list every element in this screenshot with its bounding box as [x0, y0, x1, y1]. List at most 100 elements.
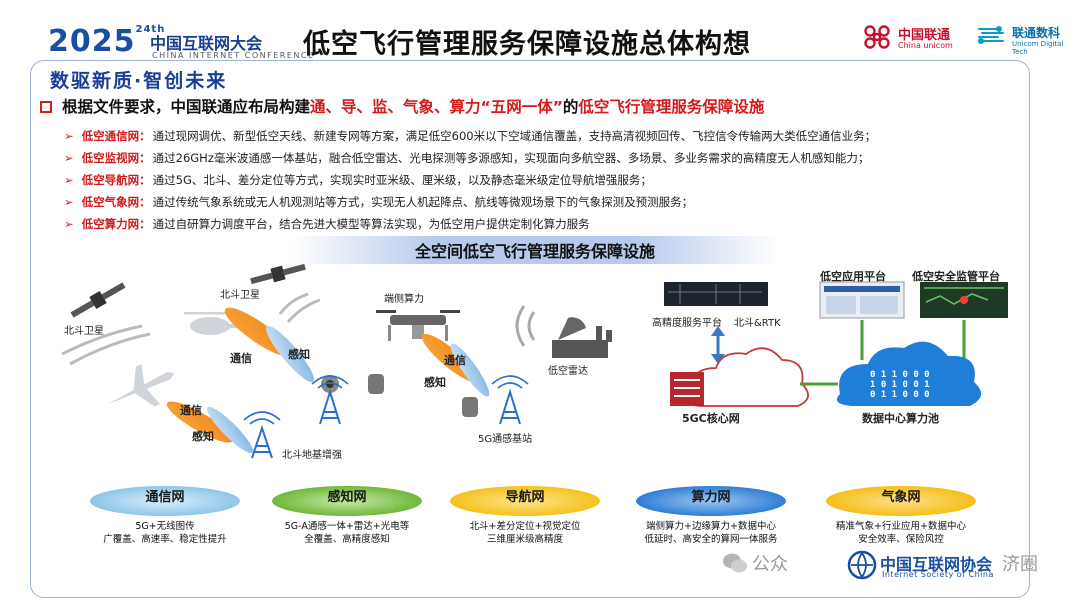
bullet-name: 低空监视网：	[81, 151, 151, 165]
bullet-comm-network: ➢ 低空通信网：通过现网调优、新型低空天线、新建专网等方案，满足低空600米以下空…	[64, 128, 876, 144]
bullet-weather-network: ➢低空气象网：通过传统气象系统或无人机观测站等方式，实现无人机起降点、航线等微观…	[64, 194, 693, 210]
label-5g-station: 5G通感基站	[478, 434, 533, 445]
cell-tower-center-icon	[311, 375, 349, 425]
slide-title: 低空飞行管理服务保障设施总体构想	[303, 29, 751, 60]
watermark-text: 公众	[752, 554, 788, 575]
watermark-text-tail: 济圈	[1002, 554, 1038, 575]
pill-weather-desc: 精准气象+行业应用+数据中心安全效率、保险风控	[806, 520, 996, 546]
pill-sense-desc-line2: 全覆盖、高精度感知	[304, 534, 390, 545]
headline-facility: 低空飞行管理服务保障设施	[578, 98, 765, 116]
signal-waves-left-icon	[61, 324, 151, 366]
pill-sense-desc: 5G-A通感一体+雷达+光电等全覆盖、高精度感知	[252, 520, 442, 546]
label-app-platform: 低空应用平台	[820, 270, 886, 283]
beam-comm-2	[206, 406, 254, 454]
label-comm-2: 通信	[180, 404, 202, 417]
pill-comm-network: 通信网	[90, 486, 240, 516]
pill-weather-network: 气象网	[826, 486, 976, 516]
pill-comm-desc: 5G+无线图传广覆盖、高速率、稳定性提升	[70, 520, 260, 546]
headline-prefix: 根据文件要求，中国联通应布局构建	[62, 98, 311, 116]
bullet-text: 通过现网调优、新型低空天线、新建专网等方案，满足低空600米以下空域通信覆盖，支…	[152, 129, 877, 143]
bullet-name: 低空气象网：	[81, 195, 151, 209]
label-comm-1: 通信	[230, 352, 252, 365]
pill-compute-desc-line2: 低延时、高安全的算网一体服务	[644, 534, 778, 545]
label-safety-platform: 低空安全监管平台	[912, 270, 1000, 283]
wechat-icon	[723, 553, 747, 573]
precision-service-screen	[664, 282, 768, 306]
isc-logo-icon	[847, 550, 877, 580]
label-sense-2: 感知	[192, 430, 214, 443]
china-unicom-name: 中国联通	[898, 28, 951, 43]
bullet-text: 通过5G、北斗、差分定位等方式，实现实时亚米级、厘米级，以及静态毫米级定位导航增…	[152, 173, 652, 187]
core-network-cloud	[670, 347, 809, 407]
label-beidou-satellite-top: 北斗卫星	[220, 290, 260, 301]
pill-compute-desc-line1: 端侧算力+边缘算力+数据中心	[646, 521, 776, 532]
conference-name-en: CHINA INTERNET CONFERENCE	[152, 51, 315, 60]
datacenter-cloud	[836, 341, 982, 406]
china-unicom-name-en: China unicom	[898, 41, 953, 50]
square-bullet-icon	[40, 101, 52, 113]
label-sense-1: 感知	[288, 348, 310, 361]
label-beidou-ground: 北斗地基增强	[282, 450, 342, 461]
label-comm-3: 通信	[444, 354, 466, 367]
bullet-name: 低空通信网：	[81, 129, 151, 143]
pill-sense-desc-line1: 5G-A通感一体+雷达+光电等	[284, 521, 410, 532]
datacenter-binary: 0 1 1 0 0 0 1 0 1 0 0 1 0 1 1 0 0 0	[870, 370, 930, 400]
diagram-title: 全空间低空飞行管理服务保障设施	[414, 242, 655, 261]
pill-comm-desc-line2: 广覆盖、高速率、稳定性提升	[103, 534, 227, 545]
label-precision-platform: 高精度服务平台	[652, 318, 722, 329]
signal-waves-top-icon	[278, 292, 321, 323]
bullet-name: 低空导航网：	[81, 173, 151, 187]
bullet-text: 通过传统气象系统或无人机观测站等方式，实现无人机起降点、航线等微观场景下的气象探…	[152, 195, 694, 209]
conference-year-number: 2025	[48, 24, 136, 59]
app-platform-screen	[819, 281, 905, 319]
cell-tower-left-icon	[243, 411, 281, 459]
vertical-arrow-icon	[711, 326, 725, 364]
diagram-title-band	[290, 236, 780, 264]
digital-tech-name-en: Unicom Digital Tech	[1012, 40, 1064, 56]
pill-comm-desc-line1: 5G+无线图传	[135, 521, 195, 532]
pill-weather-desc-line2: 安全效率、保险风控	[858, 534, 944, 545]
conference-year: 202524th	[48, 24, 165, 59]
pill-navigation-network: 导航网	[450, 486, 600, 516]
bullet-text: 通过自研算力调度平台，结合先进大模型等算法实现，为低空用户提供定制化算力服务	[152, 217, 590, 231]
bullet-navigation-network: ➢ 低空导航网：通过5G、北斗、差分定位等方式，实现实时亚米级、厘米级，以及静态毫…	[64, 172, 652, 188]
cell-tower-5g-icon	[491, 375, 529, 425]
beam-comm-3	[450, 343, 490, 397]
safety-platform-screen	[920, 282, 1008, 318]
bullet-compute-network: ➢ 低空算力网：通过自研算力调度平台，结合先进大模型等算法实现，为低空用户提供定制…	[64, 216, 590, 232]
drone-left-icon	[321, 375, 339, 393]
pill-sense-network: 感知网	[272, 486, 422, 516]
satellite-left-icon	[70, 282, 126, 318]
pill-navigation-desc-line2: 三维厘米级高精度	[486, 534, 563, 545]
pill-weather-desc-line1: 精准气象+行业应用+数据中心	[836, 521, 966, 532]
bullet-name: 低空算力网：	[81, 217, 151, 231]
arrow-bullet-icon: ➢	[64, 151, 74, 165]
china-unicom-logo-icon	[864, 25, 890, 49]
drone-top-icon	[376, 310, 460, 341]
arrow-bullet-icon: ➢	[64, 173, 74, 187]
bullet-surveillance-network: ➢ 低空监视网：通过26GHz毫米波通感一体基站，融合低空雷达、光电探测等多源感知…	[64, 150, 869, 166]
label-radar: 低空雷达	[548, 366, 588, 377]
drone-right-icon	[462, 397, 478, 417]
arrow-bullet-icon: ➢	[64, 129, 74, 143]
arrow-bullet-icon: ➢	[64, 217, 74, 231]
pill-compute-network: 算力网	[636, 486, 786, 516]
label-beidou-satellite-left: 北斗卫星	[64, 326, 104, 337]
conference-slogan: 数驱新质·智创未来	[50, 70, 228, 92]
headline-networks: 通、导、监、气象、算力“五网一体”	[310, 98, 563, 116]
radar-station-icon	[515, 305, 612, 358]
pill-navigation-desc: 北斗+差分定位+视觉定位三维厘米级高精度	[430, 520, 620, 546]
airplane-icon	[107, 364, 175, 407]
digital-tech-name: 联通数科	[1012, 26, 1061, 40]
label-beidou-rtk: 北斗&RTK	[734, 318, 781, 329]
satellite-top-icon	[250, 263, 306, 285]
pill-compute-desc: 端侧算力+边缘算力+数据中心低延时、高安全的算网一体服务	[616, 520, 806, 546]
pill-navigation-desc-line1: 北斗+差分定位+视觉定位	[469, 521, 581, 532]
headline-middle: 的	[562, 98, 579, 116]
bullet-text: 通过26GHz毫米波通感一体基站，融合低空雷达、光电探测等多源感知，实现面向多航…	[152, 151, 870, 165]
conference-edition: 24th	[135, 24, 166, 35]
drone-mid-icon	[368, 374, 384, 394]
beam-comm-1	[266, 325, 314, 383]
headline: 根据文件要求，中国联通应布局构建通、导、监、气象、算力“五网一体”的低空飞行管理…	[40, 95, 764, 117]
isc-name-en: Internet Society of China	[882, 570, 994, 579]
